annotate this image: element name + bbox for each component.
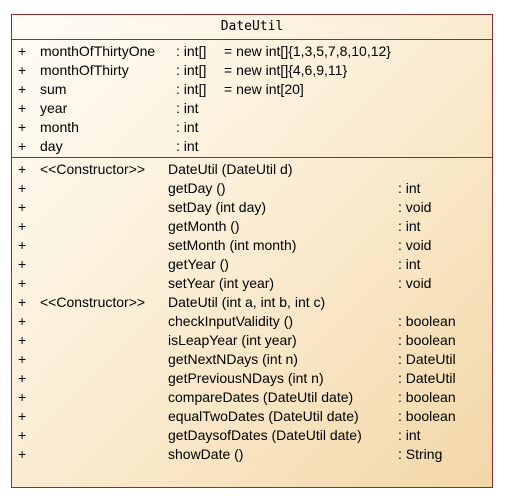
method-visibility: + [18,161,27,177]
method-row: + isLeapYear (int year) : boolean [12,331,492,350]
method-return-type: : int [398,180,421,196]
method-visibility: + [18,313,27,329]
attribute-row: + monthOfThirty : int[] = new int[]{4,6,9,1… [12,61,492,80]
attribute-row: + sum : int[] = new int[20] [12,80,492,99]
method-return-type: : boolean [398,389,456,405]
method-signature: setYear (int year) [168,275,275,291]
attribute-initializer: = new int[]{4,6,9,11} [224,62,348,78]
method-visibility: + [18,351,27,367]
attribute-type: : int[] [176,43,207,59]
attribute-name: monthOfThirtyOne [40,43,156,59]
method-signature: getDay () [168,180,226,196]
attribute-row: + month : int [12,118,492,137]
method-signature: equalTwoDates (DateUtil date) [168,408,359,424]
attribute-visibility: + [18,100,27,116]
attribute-type: : int [176,138,199,154]
attribute-name: year [40,100,68,116]
method-row: + compareDates (DateUtil date) : boolean [12,388,492,407]
method-visibility: + [18,389,27,405]
method-visibility: + [18,256,27,272]
method-return-type: : boolean [398,332,456,348]
method-return-type: : boolean [398,313,456,329]
attribute-name: monthOfThirty [40,62,129,78]
attribute-row: + year : int [12,99,492,118]
method-visibility: + [18,294,27,310]
method-return-type: : boolean [398,408,456,424]
methods-compartment: + <<Constructor>> DateUtil (DateUtil d) + ge… [12,158,492,464]
method-row: + getYear () : int [12,255,492,274]
method-return-type: : int [398,256,421,272]
method-row: + equalTwoDates (DateUtil date) : boolean [12,407,492,426]
attribute-row: + day : int [12,137,492,156]
method-return-type: : DateUtil [398,370,456,386]
method-return-type: : int [398,218,421,234]
method-signature: DateUtil (DateUtil d) [168,161,293,177]
method-signature: getDaysofDates (DateUtil date) [168,427,362,443]
method-return-type: : DateUtil [398,351,456,367]
method-stereotype: <<Constructor>> [40,294,146,310]
method-visibility: + [18,446,27,462]
method-row: + checkInputValidity () : boolean [12,312,492,331]
attribute-initializer: = new int[20] [224,81,304,97]
method-return-type: : void [398,199,432,215]
method-signature: setDay (int day) [168,199,267,215]
method-signature: isLeapYear (int year) [168,332,297,348]
method-visibility: + [18,199,27,215]
attribute-name: sum [40,81,67,97]
method-return-type: : int [398,427,421,443]
method-row: + showDate () : String [12,445,492,464]
uml-class-box[interactable]: DateUtil + monthOfThirtyOne : int[] = new i… [11,14,493,488]
method-visibility: + [18,332,27,348]
method-row: + getDaysofDates (DateUtil date) : int [12,426,492,445]
method-row: + setYear (int year) : void [12,274,492,293]
method-return-type: : void [398,275,432,291]
method-signature: checkInputValidity () [168,313,294,329]
attribute-visibility: + [18,138,27,154]
method-signature: getYear () [168,256,229,272]
method-visibility: + [18,408,27,424]
method-visibility: + [18,218,27,234]
attribute-name: day [40,138,63,154]
attribute-name: month [40,119,79,135]
method-signature: DateUtil (int a, int b, int c) [168,294,326,310]
attribute-type: : int [176,100,199,116]
method-visibility: + [18,370,27,386]
attribute-initializer: = new int[]{1,3,5,7,8,10,12} [224,43,391,59]
attribute-type: : int [176,119,199,135]
method-row: + getPreviousNDays (int n) : DateUtil [12,369,492,388]
method-return-type: : String [398,446,443,462]
attribute-visibility: + [18,43,27,59]
attribute-visibility: + [18,81,27,97]
attribute-type: : int[] [176,62,207,78]
method-row: + <<Constructor>> DateUtil (DateUtil d) [12,160,492,179]
attribute-visibility: + [18,62,27,78]
attribute-row: + monthOfThirtyOne : int[] = new int[]{1,3,… [12,42,492,61]
method-visibility: + [18,180,27,196]
method-row: + getMonth () : int [12,217,492,236]
method-row: + setDay (int day) : void [12,198,492,217]
attribute-type: : int[] [176,81,207,97]
method-row: + getDay () : int [12,179,492,198]
method-visibility: + [18,237,27,253]
method-row: + getNextNDays (int n) : DateUtil [12,350,492,369]
attributes-compartment: + monthOfThirtyOne : int[] = new int[]{1,3,… [12,40,492,158]
attribute-visibility: + [18,119,27,135]
method-row: + setMonth (int month) : void [12,236,492,255]
method-row: + <<Constructor>> DateUtil (int a, int b, … [12,293,492,312]
method-stereotype: <<Constructor>> [40,161,146,177]
method-signature: showDate () [168,446,244,462]
method-signature: getPreviousNDays (int n) [168,370,324,386]
class-name: DateUtil [12,15,492,40]
method-signature: setMonth (int month) [168,237,297,253]
method-visibility: + [18,427,27,443]
method-signature: compareDates (DateUtil date) [168,389,354,405]
method-return-type: : void [398,237,432,253]
method-visibility: + [18,275,27,291]
method-signature: getNextNDays (int n) [168,351,298,367]
method-signature: getMonth () [168,218,240,234]
